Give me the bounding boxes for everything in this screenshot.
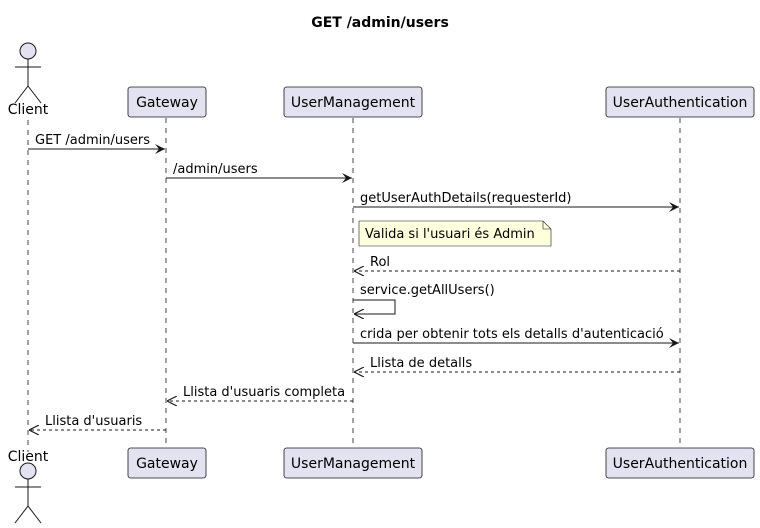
- message-label: Llista d'usuaris: [45, 414, 142, 429]
- note-box: [358, 220, 552, 247]
- participant-box: [283, 447, 423, 479]
- actor-label-client: Client: [8, 449, 49, 465]
- participant-box: [283, 86, 423, 118]
- actor-head-icon: [19, 42, 37, 60]
- message-3: getUserAuthDetails(requesterId): [353, 191, 679, 212]
- note-fold: [542, 221, 551, 230]
- message-4: Rol: [354, 255, 680, 271]
- participant-box: [605, 86, 755, 118]
- actor-left-leg: [14, 85, 29, 104]
- participant-gateway-bottom: Gateway: [127, 447, 207, 479]
- participant-label-userauth: UserAuthentication: [613, 456, 748, 472]
- actor-right-leg: [27, 505, 42, 524]
- message-label: /admin/users: [173, 162, 258, 177]
- diagram-title: GET /admin/users: [311, 15, 449, 31]
- self-message-arrow: [353, 299, 396, 314]
- participant-box: [127, 86, 207, 118]
- participant-box: [127, 447, 207, 479]
- message-label: getUserAuthDetails(requesterId): [360, 191, 572, 206]
- message-7: Llista de detalls: [354, 356, 680, 372]
- participant-userauth-top: UserAuthentication: [605, 86, 755, 118]
- actor-right-leg: [27, 85, 42, 104]
- participant-label-userauth: UserAuthentication: [613, 95, 748, 111]
- message-label: GET /admin/users: [35, 133, 150, 148]
- message-2: /admin/users: [166, 162, 352, 183]
- participant-usermgmt-bottom: UserManagement: [283, 447, 423, 479]
- note: Valida si l'usuari és Admin: [358, 220, 552, 247]
- message-9: Llista d'usuaris: [29, 414, 166, 430]
- message-8: Llista d'usuaris completa: [167, 385, 353, 401]
- message-label: Rol: [370, 255, 390, 270]
- actor-head-icon: [19, 462, 37, 480]
- message-6: crida per obtenir tots els detalls d'aut…: [353, 327, 679, 348]
- actor-left-leg: [14, 505, 29, 524]
- message-label: Llista d'usuaris completa: [183, 385, 345, 400]
- participant-gateway-top: Gateway: [127, 86, 207, 118]
- actor-client-bottom: Client: [8, 449, 49, 524]
- note-text: Valida si l'usuari és Admin: [365, 227, 535, 242]
- participant-box: [605, 447, 755, 479]
- message-1: GET /admin/users: [28, 133, 165, 154]
- message-label: crida per obtenir tots els detalls d'aut…: [360, 327, 664, 342]
- participant-usermgmt-top: UserManagement: [283, 86, 423, 118]
- message-label: Llista de detalls: [370, 356, 472, 371]
- message-label: service.getAllUsers(): [360, 283, 495, 298]
- participant-label-gateway: Gateway: [136, 456, 198, 472]
- participant-label-usermgmt: UserManagement: [291, 456, 416, 472]
- actor-client-top: Client: [8, 42, 49, 118]
- actor-label-client: Client: [8, 102, 49, 118]
- participant-userauth-bottom: UserAuthentication: [605, 447, 755, 479]
- participant-label-gateway: Gateway: [136, 95, 198, 111]
- participant-label-usermgmt: UserManagement: [291, 95, 416, 111]
- message-5: service.getAllUsers(): [353, 283, 495, 314]
